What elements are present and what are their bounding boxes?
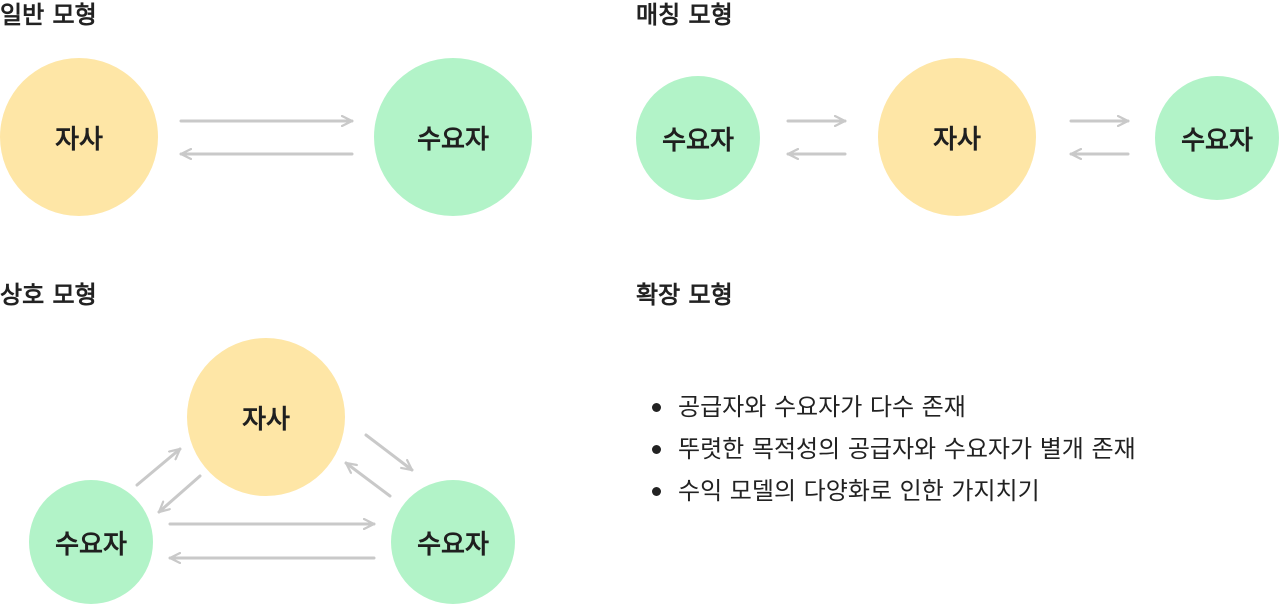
mutual-arrow-right-to-company xyxy=(344,461,392,498)
matching-right-demand-label: 수요자 xyxy=(1181,125,1253,156)
expansion-bullet-list: 공급자와 수요자가 다수 존재 뚜렷한 목적성의 공급자와 수요자가 별개 존재… xyxy=(650,386,1136,512)
expansion-bullet-item: 뚜렷한 목적성의 공급자와 수요자가 별개 존재 xyxy=(650,428,1136,470)
general-company-label: 자사 xyxy=(55,124,103,155)
matching-model-title: 매칭 모형 xyxy=(636,1,733,29)
matching-right-demand-node: 수요자 xyxy=(1155,76,1279,200)
mutual-left-demand-label: 수요자 xyxy=(55,529,127,560)
mutual-right-demand-node: 수요자 xyxy=(391,480,515,604)
matching-company-node: 자사 xyxy=(878,58,1036,216)
expansion-bullet-item: 수익 모델의 다양화로 인한 가지치기 xyxy=(650,470,1136,512)
mutual-arrow-company-to-right xyxy=(364,433,414,472)
matching-left-demand-node: 수요자 xyxy=(636,76,760,200)
matching-company-label: 자사 xyxy=(933,124,981,155)
expansion-model-title: 확장 모형 xyxy=(636,281,733,309)
mutual-left-demand-node: 수요자 xyxy=(29,480,153,604)
general-demand-node: 수요자 xyxy=(374,58,532,216)
general-model-title: 일반 모형 xyxy=(0,1,97,29)
matching-left-demand-label: 수요자 xyxy=(662,125,734,156)
mutual-model-title: 상호 모형 xyxy=(0,281,97,309)
mutual-right-demand-label: 수요자 xyxy=(417,529,489,560)
general-company-node: 자사 xyxy=(0,58,158,216)
general-demand-label: 수요자 xyxy=(417,124,489,155)
mutual-company-node: 자사 xyxy=(187,338,345,496)
mutual-company-label: 자사 xyxy=(242,404,290,435)
mutual-arrow-company-to-left xyxy=(157,474,202,514)
mutual-arrow-left-to-company xyxy=(135,447,182,487)
expansion-bullet-item: 공급자와 수요자가 다수 존재 xyxy=(650,386,1136,428)
